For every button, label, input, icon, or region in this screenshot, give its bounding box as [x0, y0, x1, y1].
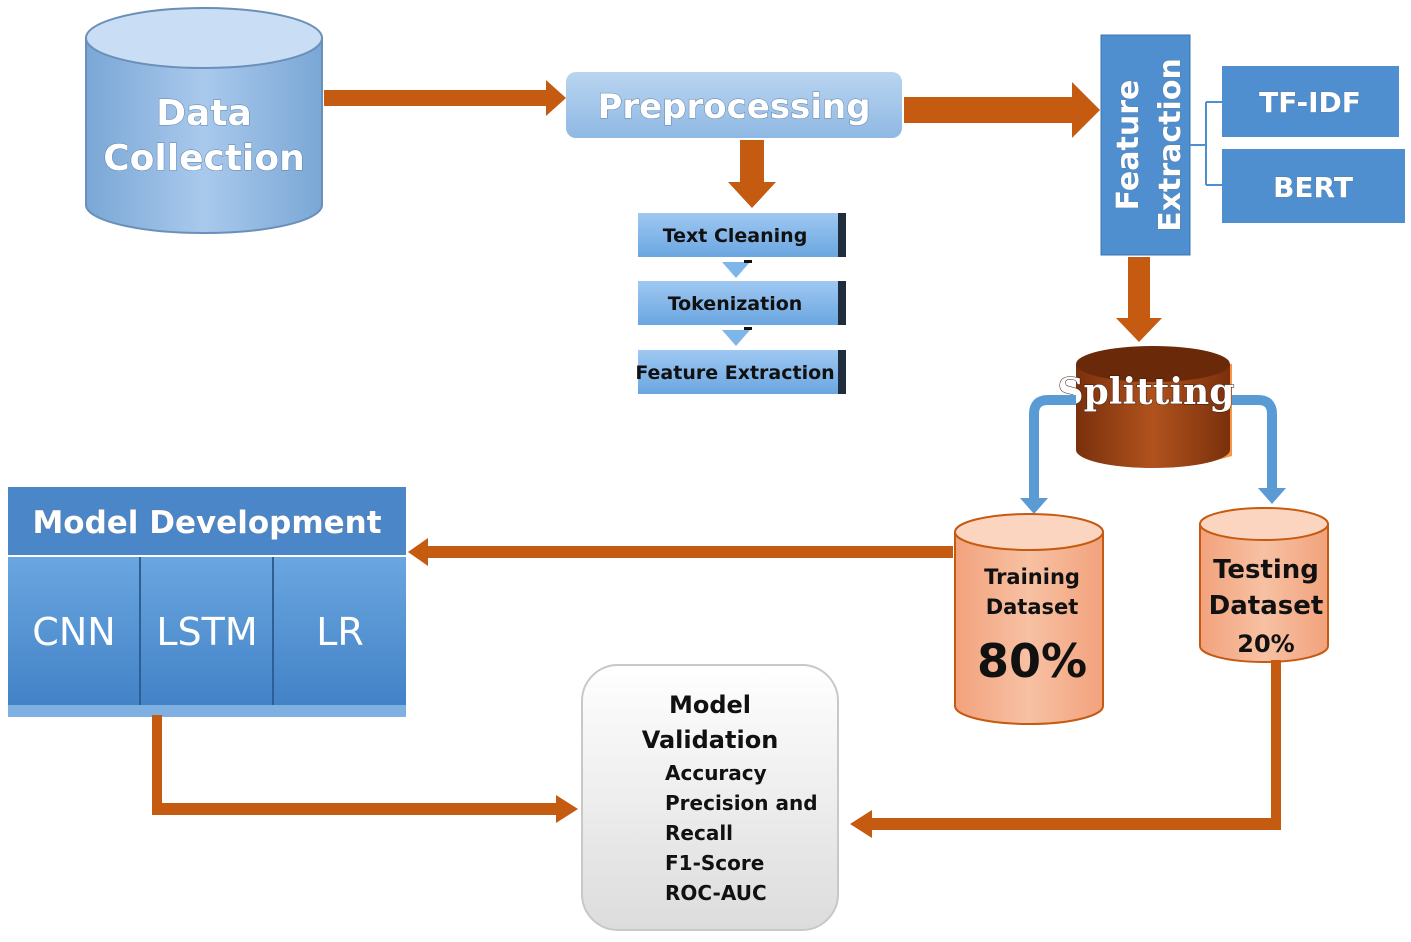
splitting-cylinder: Splitting: [1057, 346, 1235, 468]
arrowhead-to-training: [1020, 498, 1048, 514]
model-lstm: LSTM: [156, 610, 257, 654]
validation-title-line1: Model: [669, 691, 751, 719]
training-percent: 80%: [977, 634, 1087, 688]
preprocessing-box: Preprocessing: [566, 72, 902, 138]
training-line1: Training: [984, 565, 1080, 589]
arrow-model-development-to-validation: [152, 715, 578, 823]
model-development-title: Model Development: [32, 505, 381, 541]
training-dataset-cylinder: Training Dataset 80%: [954, 513, 1104, 725]
metric-accuracy: Accuracy: [665, 761, 767, 785]
feature-method-bert: BERT: [1222, 149, 1405, 223]
arrow-preprocessing-to-steps: [728, 140, 776, 208]
preprocessing-step-2: Tokenization: [638, 281, 846, 325]
training-line2: Dataset: [986, 595, 1079, 619]
arrow-training-to-model-development: [408, 538, 953, 566]
connector-splitting-to-training: [1029, 395, 1076, 500]
testing-percent: 20%: [1237, 630, 1294, 658]
preprocessing-step-1: Text Cleaning: [638, 213, 846, 257]
arrow-collection-to-preprocessing: [324, 80, 566, 116]
model-development-block: Model Development CNN LSTM LR: [8, 487, 406, 717]
metric-precision: Precision and: [665, 791, 818, 815]
feature-method-tfidf-label: TF-IDF: [1259, 86, 1361, 119]
arrow-preprocessing-to-feature-extraction: [904, 82, 1100, 138]
preprocessing-step-3: Feature Extraction: [635, 350, 846, 394]
testing-line2: Dataset: [1209, 591, 1324, 621]
metric-f1: F1-Score: [665, 851, 764, 875]
feature-methods-bracket: [1190, 101, 1222, 186]
feature-method-tfidf: TF-IDF: [1222, 66, 1399, 137]
splitting-label: Splitting: [1058, 371, 1235, 413]
step-connector-1: [722, 262, 750, 278]
step-connector-dash-2: [744, 327, 752, 330]
data-collection-line1: Data: [156, 93, 252, 134]
step-feature-extraction: Feature Extraction: [635, 362, 834, 384]
feature-extraction-line1: Feature: [1111, 80, 1146, 211]
data-collection-cylinder: Data Collection: [85, 7, 323, 234]
step-connector-2: [722, 330, 750, 346]
metric-roc-auc: ROC-AUC: [665, 881, 767, 905]
model-cnn: CNN: [32, 610, 115, 654]
arrow-feature-to-splitting: [1116, 257, 1162, 342]
feature-extraction-box: Feature Extraction: [1100, 34, 1191, 256]
arrowhead-to-testing: [1258, 488, 1286, 504]
testing-dataset-cylinder: Testing Dataset 20%: [1199, 507, 1329, 663]
data-collection-line2: Collection: [103, 138, 305, 179]
model-validation-box: Model Validation Accuracy Precision and …: [581, 664, 839, 931]
model-lr: LR: [316, 610, 364, 654]
step-text-cleaning: Text Cleaning: [663, 225, 808, 247]
connector-splitting-to-testing: [1232, 395, 1277, 490]
testing-line1: Testing: [1213, 555, 1319, 585]
preprocessing-label: Preprocessing: [597, 87, 870, 127]
step-tokenization: Tokenization: [668, 293, 803, 315]
feature-extraction-line2: Extraction: [1153, 58, 1188, 232]
arrow-testing-to-validation: [850, 660, 1281, 838]
step-connector-dash-1: [744, 260, 752, 263]
metric-recall: Recall: [665, 821, 733, 845]
feature-method-bert-label: BERT: [1273, 171, 1353, 204]
validation-title-line2: Validation: [642, 726, 779, 754]
